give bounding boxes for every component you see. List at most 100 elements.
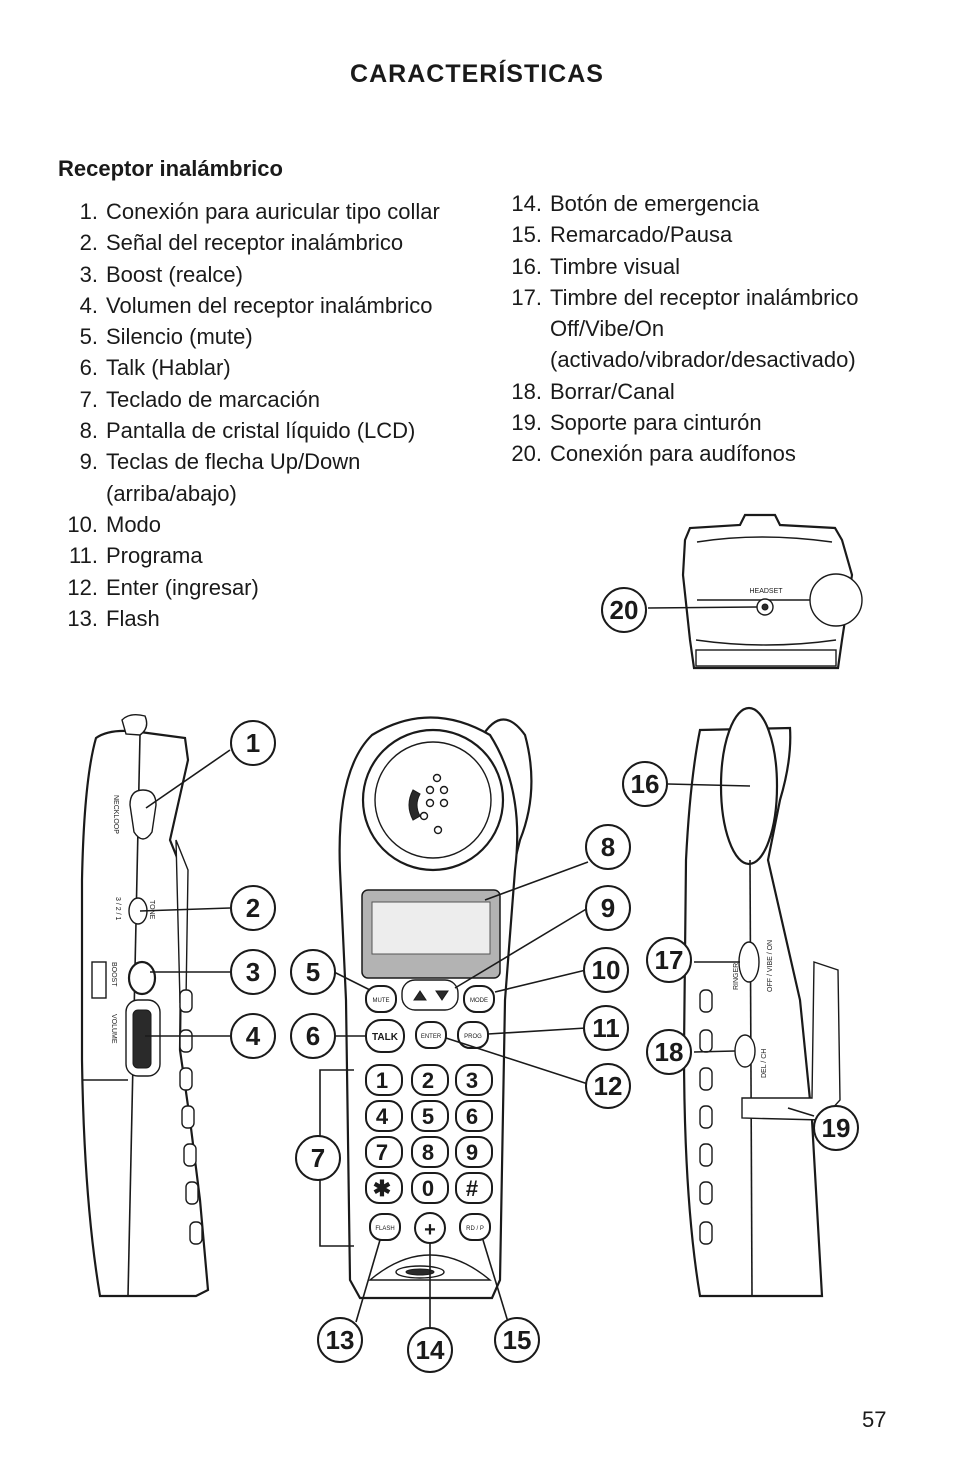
callout-number: 11 [592, 1013, 620, 1043]
callout-6: 6 [290, 1013, 336, 1059]
feature-text: Teclas de flecha Up/Down (arriba/abajo) [106, 449, 361, 506]
feature-item: 6. Talk (Hablar) [58, 352, 488, 383]
keypad-key [455, 1136, 493, 1168]
feature-number: 6. [79, 355, 98, 381]
callout-circle [585, 824, 631, 870]
feature-item: 7.Teclado de marcación [58, 384, 488, 415]
keypad-key-label: 6 [466, 1104, 478, 1129]
callout-number: 14 [416, 1335, 445, 1365]
callout-12: 12 [585, 1063, 631, 1109]
keypad-key [411, 1172, 449, 1204]
callout-number: 15 [503, 1325, 532, 1355]
right-side-view: RINGER OFF / VIBE / ON DEL / CH [682, 706, 841, 1298]
feature-item: 2. Señal del receptor inalámbrico [58, 227, 488, 258]
keypad-key-label: 7 [376, 1140, 388, 1165]
callout-number: 18 [655, 1037, 684, 1067]
callout-number: 9 [601, 893, 615, 923]
headset-label: HEADSET [749, 588, 783, 595]
page-title: CARACTERÍSTICAS [350, 60, 604, 88]
keypad-key-label: 9 [466, 1140, 478, 1165]
callout-19: 19 [813, 1105, 859, 1151]
callout-16: 16 [622, 761, 668, 807]
feature-text: Conexión para auricular tipo collar [106, 199, 440, 224]
callout-circle [494, 1317, 540, 1363]
keypad-key [365, 1172, 403, 1204]
feature-text: Timbre visual [550, 253, 680, 279]
tone-values-label: 3 / 2 / 1 [114, 897, 121, 920]
feature-number: 17. [511, 284, 542, 310]
callout-circle [290, 1013, 336, 1059]
callout-number: 3 [246, 957, 260, 987]
feature-number: 12. [67, 574, 98, 600]
feature-item: 5.Silencio (mute) [58, 321, 488, 352]
keypad-key [411, 1100, 449, 1132]
feature-text: Enter (ingresar) [106, 574, 259, 600]
feature-text: Silencio (mute) [106, 324, 253, 350]
callout-17: 17 [646, 937, 692, 983]
callout-number: 19 [822, 1113, 851, 1143]
feature-item: 16.Timbre visual [502, 251, 922, 282]
callout-number: 4 [246, 1021, 261, 1051]
callout-number: 12 [594, 1071, 623, 1101]
feature-text: Boost (realce) [106, 261, 243, 287]
page-number: 57 [862, 1407, 887, 1432]
callout-13: 13 [317, 1317, 363, 1363]
neckloop-label: NECKLOOP [112, 795, 119, 834]
ringer-label: RINGER [733, 963, 740, 990]
keypad-key [455, 1100, 493, 1132]
feature-text: Remarcado/Pausa [550, 222, 733, 248]
callout-circle [583, 947, 629, 993]
callout-circle [230, 949, 276, 995]
prog-button-label: PROG [464, 1034, 482, 1040]
feature-text: Señal del receptor inalámbrico [106, 230, 404, 256]
keypad-key-label: # [466, 1176, 478, 1201]
callout-circle [317, 1317, 363, 1363]
mute-button-label: MUTE [373, 998, 390, 1004]
callout-number: 13 [326, 1325, 355, 1355]
callout-number: 5 [306, 957, 320, 987]
callout-circle [290, 949, 336, 995]
feature-text: Talk (Hablar) [106, 355, 231, 381]
feature-text: Conexión para audífonos [550, 441, 796, 467]
feature-number: 9. [79, 449, 98, 475]
feature-item: 12. Enter (ingresar) [58, 572, 488, 603]
feature-number: 2. [79, 230, 98, 256]
callout-circle [601, 587, 647, 633]
callout-15: 15 [494, 1317, 540, 1363]
feature-item: 8.Pantalla de cristal líquido (LCD) [58, 415, 488, 446]
emergency-key-label: + [424, 1219, 436, 1241]
keypad-key-label: 4 [376, 1104, 389, 1129]
volume-label: VOLUME [110, 1014, 117, 1044]
leader-lines [139, 749, 815, 1328]
callout-number: 17 [655, 945, 684, 975]
feature-number: 18. [511, 378, 542, 404]
callout-7: 7 [295, 1135, 341, 1181]
feature-number: 13. [67, 605, 98, 631]
callout-number: 20 [610, 595, 639, 625]
headset-jack-view: HEADSET [647, 513, 863, 670]
callout-circle [646, 937, 692, 983]
callout-circle [230, 1013, 276, 1059]
keypad-key-label: 0 [422, 1176, 434, 1201]
callout-number: 6 [306, 1021, 320, 1051]
callout-8: 8 [585, 824, 631, 870]
feature-item: 10. Modo [58, 509, 488, 540]
feature-number: 15. [511, 222, 542, 248]
callout-11: 11 [583, 1005, 629, 1051]
callout-14: 14 [407, 1327, 453, 1373]
feature-number: 10. [67, 511, 98, 537]
feature-text: Programa [106, 543, 203, 569]
callout-number: 2 [246, 893, 260, 923]
feature-item: 14.Botón de emergencia [502, 188, 922, 219]
callout-4: 4 [230, 1013, 276, 1059]
keypad-key-label: 5 [422, 1104, 434, 1129]
keypad-key [455, 1172, 493, 1204]
callout-number: 1 [246, 728, 260, 758]
callout-circle [583, 1005, 629, 1051]
del-ch-label: DEL / CH [761, 1049, 768, 1078]
feature-item: 4.Volumen del receptor inalámbrico [58, 290, 488, 321]
feature-text: Modo [106, 511, 162, 537]
feature-item: 13.Flash [58, 603, 488, 634]
